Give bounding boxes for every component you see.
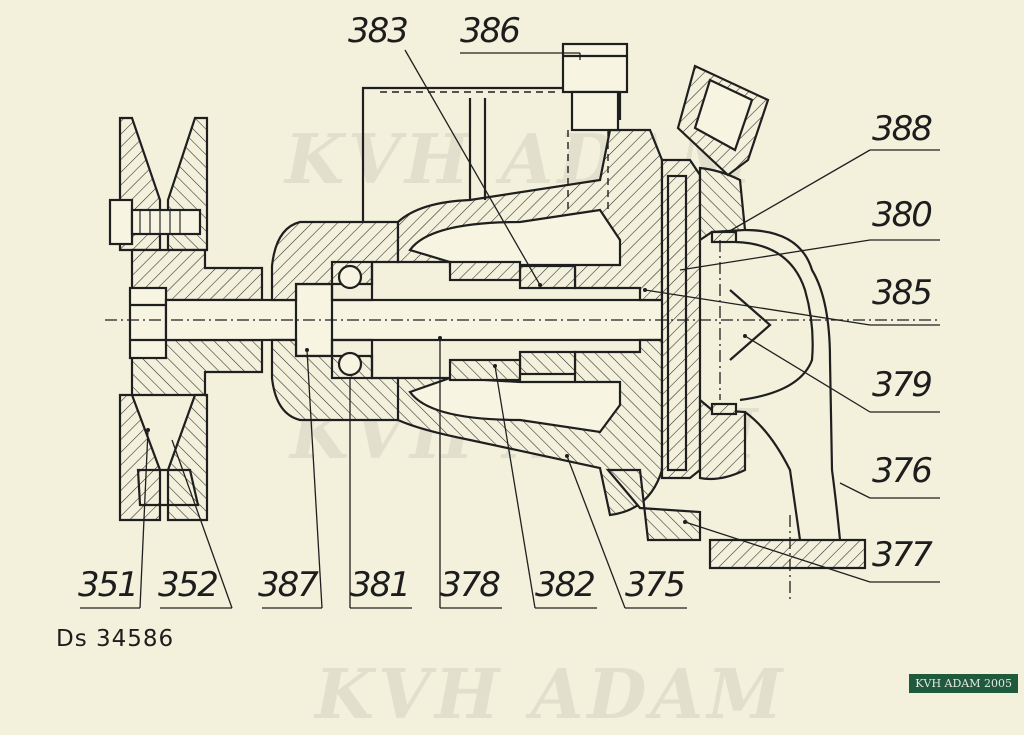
callout-381: 381 [350, 565, 409, 605]
callout-388: 388 [872, 109, 932, 149]
drawing-page: KVH ADAM KVH ADAM KVH ADAM [56, 11, 1018, 735]
center-lines [105, 240, 940, 600]
callout-379: 379 [872, 365, 931, 405]
callout-labels: 383 386 388 380 385 379 376 377 351 352 … [78, 11, 935, 605]
pump-casing [396, 128, 664, 517]
outlet-nozzle [676, 64, 770, 177]
pump-section-drawing: 383 386 388 380 385 379 376 377 351 352 … [78, 11, 940, 609]
callout-385: 385 [872, 273, 931, 313]
bearing-housing [270, 220, 412, 422]
leader-lines [80, 49, 940, 609]
callout-352: 352 [158, 565, 217, 605]
top-frame [361, 42, 629, 222]
impeller [660, 158, 747, 481]
callout-377: 377 [872, 535, 933, 575]
callout-351: 351 [78, 565, 137, 605]
callout-387: 387 [258, 565, 319, 605]
callout-386: 386 [460, 11, 520, 51]
callout-383: 383 [348, 11, 407, 51]
callout-380: 380 [872, 195, 931, 235]
callout-375: 375 [625, 565, 684, 605]
callout-376: 376 [872, 451, 932, 491]
drawing-code: Ds 34586 [56, 626, 175, 652]
pulley-bolt [108, 198, 202, 246]
volute-casing [605, 228, 867, 570]
leader-dots [146, 283, 747, 524]
shaft [164, 282, 668, 358]
callout-378: 378 [440, 565, 500, 605]
watermark-badge: KVH ADAM 2005 [909, 674, 1018, 693]
callout-382: 382 [535, 565, 594, 605]
